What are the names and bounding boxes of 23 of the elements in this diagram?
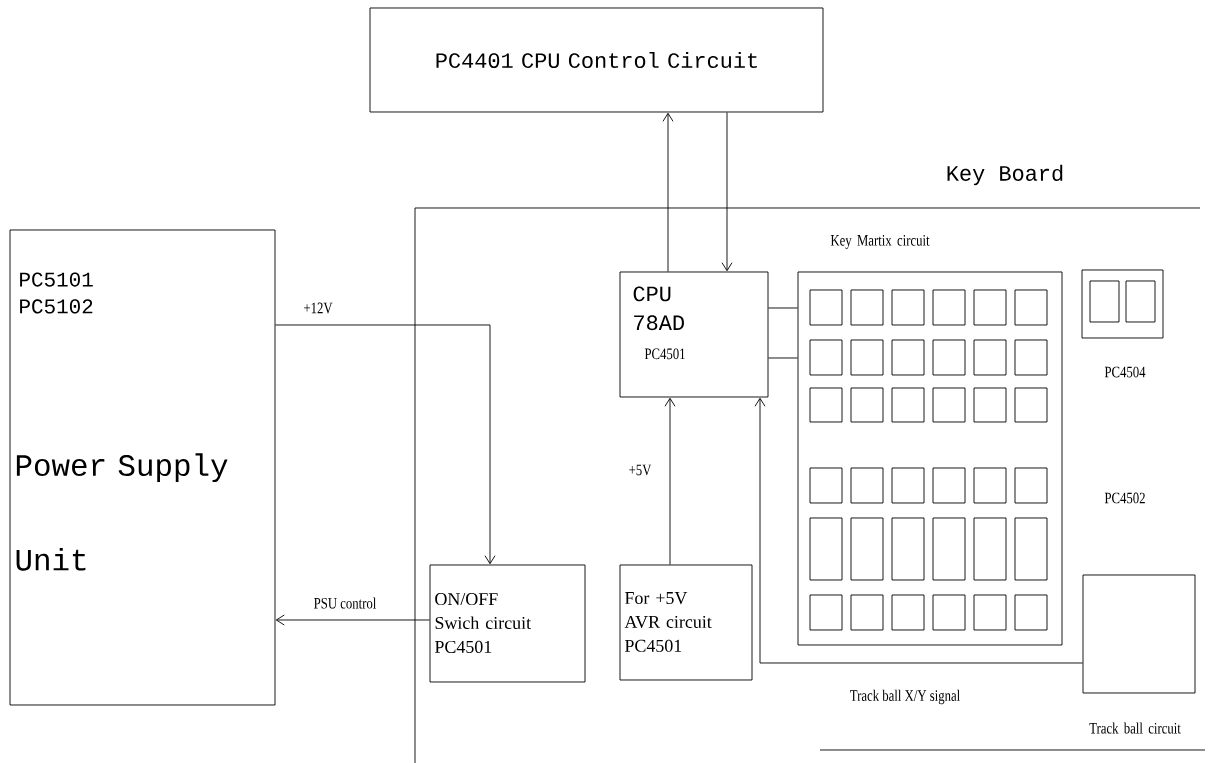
circuit-box: For +5V AVR circuit PC4501 bbox=[619, 564, 753, 681]
arrow bbox=[275, 324, 496, 565]
arrow bbox=[275, 614, 430, 626]
edge-label: +12V bbox=[302, 301, 334, 315]
arrow bbox=[662, 112, 674, 272]
node-label: Key Martix circuit bbox=[830, 235, 930, 249]
circuit-box: PC4401 CPU Control Circuit bbox=[369, 7, 824, 113]
key-matrix-box: Key Martix circuit bbox=[797, 235, 1063, 646]
arrow bbox=[754, 397, 1083, 664]
arrow bbox=[664, 397, 676, 565]
arrow bbox=[721, 112, 733, 272]
label: Key Board bbox=[947, 164, 1063, 186]
key-box: PC4504 bbox=[1081, 269, 1164, 378]
edge-label: +5V bbox=[627, 463, 653, 477]
node-label: Track ball circuit bbox=[1089, 722, 1181, 734]
trackball-box: Track ball circuit bbox=[1082, 574, 1196, 734]
edge-label: PSU control bbox=[312, 596, 378, 610]
label: PC4502 bbox=[1104, 492, 1145, 504]
cpu-box: CPU 78AD PC4501 bbox=[619, 271, 769, 398]
circuit-box: ON/OFF Swich circuit PC4501 bbox=[429, 564, 586, 683]
node-label: PC4504 bbox=[1104, 366, 1146, 378]
power-supply-box: PC5101 PC5102 Power Supply Unit bbox=[9, 229, 276, 706]
edge-label: Track ball X/Y signal bbox=[848, 688, 962, 706]
